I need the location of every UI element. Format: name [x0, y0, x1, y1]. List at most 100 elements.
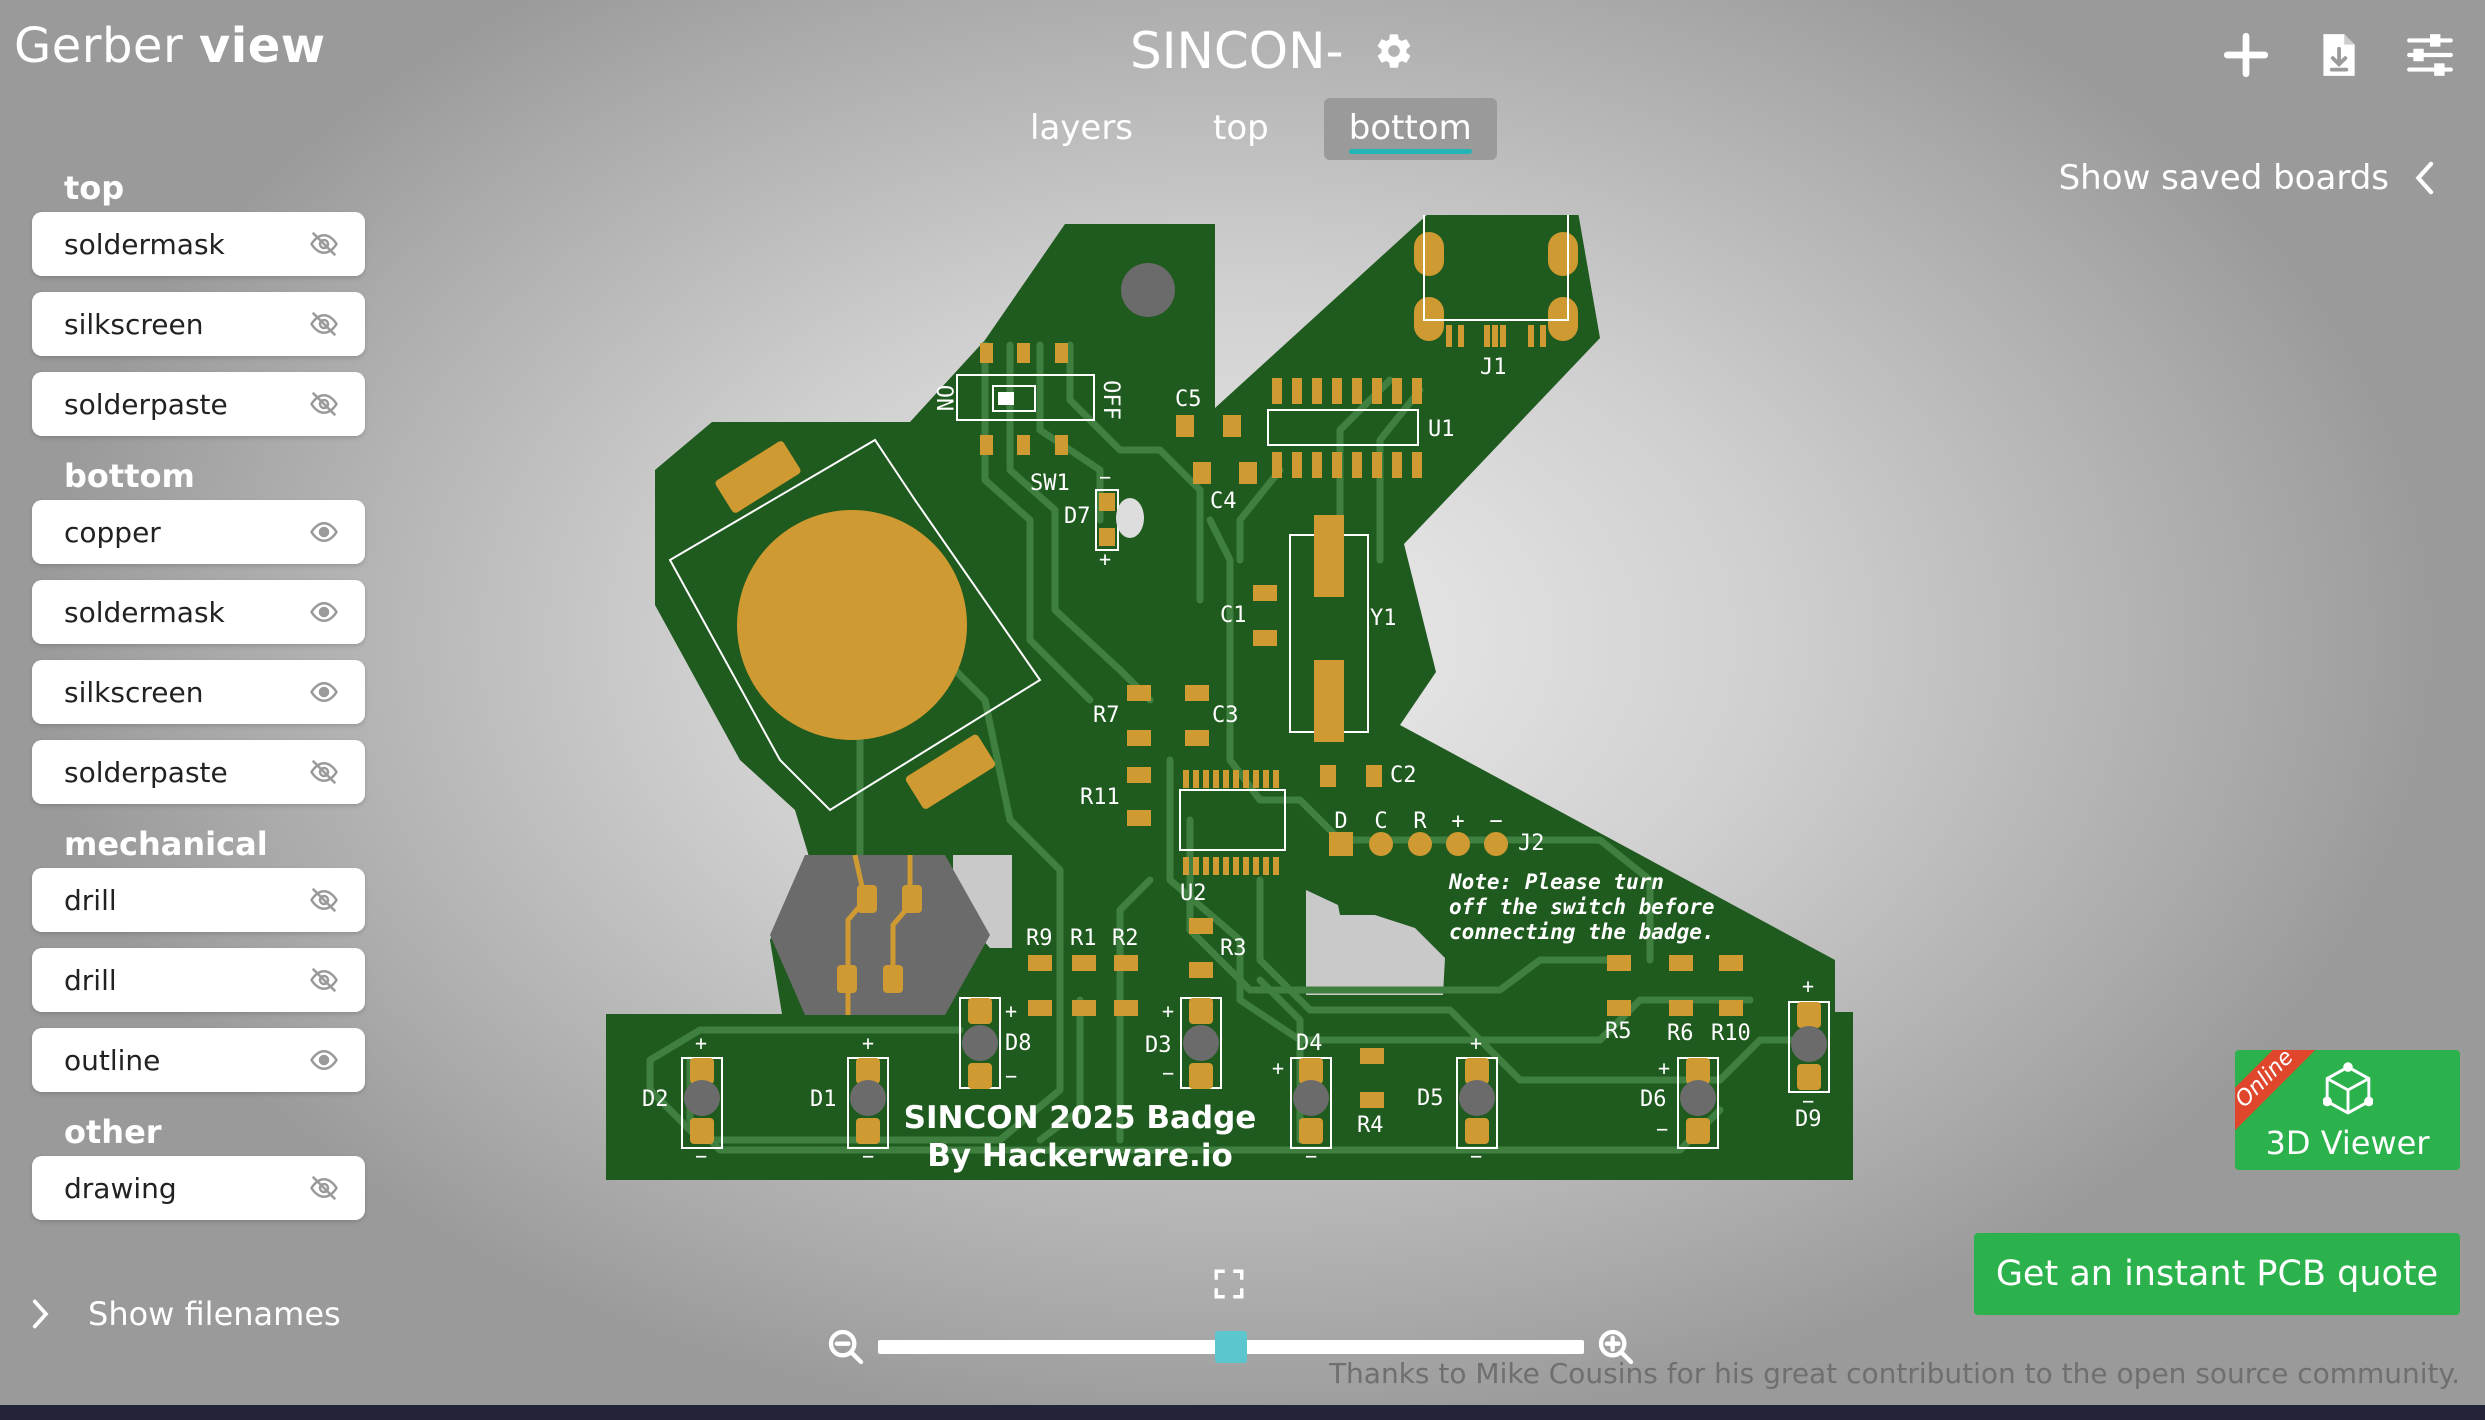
group-label-mechanical: mechanical — [64, 825, 268, 863]
led-d7 — [1095, 489, 1144, 551]
ref-r11: R11 — [1080, 785, 1120, 810]
ref-d4: D4 — [1296, 1031, 1323, 1056]
layer-bottom-solderpaste[interactable]: solderpaste — [32, 740, 365, 804]
board-note-line: Note: Please turn — [1448, 870, 1664, 894]
layer-top-solderpaste[interactable]: solderpaste — [32, 372, 365, 436]
svg-text:+: + — [862, 1031, 874, 1055]
fullscreen-icon[interactable] — [1212, 1267, 1246, 1301]
j2-pin-label: − — [1489, 809, 1502, 834]
eye-off-icon[interactable] — [303, 309, 345, 339]
plus-icon[interactable] — [2221, 30, 2271, 80]
eye-icon[interactable] — [303, 1045, 345, 1075]
svg-text:+: + — [1162, 999, 1174, 1023]
download-file-icon[interactable] — [2313, 30, 2363, 80]
ref-d2: D2 — [642, 1087, 669, 1112]
tab-top[interactable]: top — [1213, 108, 1269, 148]
ref-u2: U2 — [1180, 881, 1207, 906]
app-logo: Gerber view — [14, 18, 326, 74]
group-label-bottom: bottom — [64, 457, 195, 495]
chevron-right-icon — [32, 1299, 49, 1329]
layer-name: copper — [64, 515, 161, 549]
layer-name: solderpaste — [64, 387, 228, 421]
layer-bottom-copper[interactable]: copper — [32, 500, 365, 564]
brand-bold-text: view — [198, 18, 326, 74]
eye-off-icon[interactable] — [303, 389, 345, 419]
layer-bottom-soldermask[interactable]: soldermask — [32, 580, 365, 644]
eye-off-icon[interactable] — [303, 885, 345, 915]
j2-pin-label: D — [1334, 809, 1347, 834]
zoom-slider[interactable] — [878, 1331, 1584, 1363]
board-title: SINCON- — [1130, 22, 1344, 80]
ref-r4: R4 — [1357, 1113, 1384, 1138]
eye-off-icon[interactable] — [303, 229, 345, 259]
layer-name: outline — [64, 1043, 161, 1077]
layer-top-soldermask[interactable]: soldermask — [32, 212, 365, 276]
svg-text:−: − — [695, 1144, 707, 1168]
layer-drill[interactable]: drill — [32, 868, 365, 932]
chevron-left-icon — [2415, 161, 2434, 195]
ref-d5: D5 — [1417, 1086, 1444, 1111]
show-filenames-toggle[interactable]: Show filenames — [30, 1295, 341, 1333]
layer-outline[interactable]: outline — [32, 1028, 365, 1092]
layer-name: soldermask — [64, 595, 225, 629]
ref-c2: C2 — [1390, 763, 1417, 788]
layers-sidebar: top soldermask silkscreen solderpaste bo… — [32, 160, 368, 1236]
eye-icon[interactable] — [303, 517, 345, 547]
eye-icon[interactable] — [303, 677, 345, 707]
board-note-line: off the switch before — [1449, 895, 1715, 919]
online-badge: Online — [2235, 1050, 2319, 1133]
show-saved-boards-toggle[interactable]: Show saved boards — [2059, 158, 2435, 198]
svg-text:+: + — [1272, 1056, 1284, 1080]
ref-d7: D7 — [1064, 504, 1091, 529]
layer-drawing[interactable]: drawing — [32, 1156, 365, 1220]
ref-u1: U1 — [1428, 417, 1455, 442]
battery-pad — [737, 510, 967, 740]
tab-layers[interactable]: layers — [1030, 108, 1134, 148]
zoom-slider-handle[interactable] — [1215, 1331, 1247, 1363]
hex-pad — [857, 885, 877, 913]
group-label-other: other — [64, 1113, 162, 1151]
crystal-y1 — [1289, 515, 1369, 742]
board-title-line: SINCON 2025 Badge — [904, 1100, 1257, 1136]
zoom-in-icon[interactable] — [1596, 1327, 1636, 1367]
hex-pad — [837, 965, 857, 993]
ref-c3: C3 — [1212, 703, 1239, 728]
eye-off-icon[interactable] — [303, 757, 345, 787]
j2-pin-label: + — [1451, 809, 1464, 834]
ref-r10: R10 — [1711, 1021, 1751, 1046]
ref-r1: R1 — [1070, 926, 1097, 951]
show-saved-boards-label: Show saved boards — [2058, 158, 2389, 198]
svg-text:+: + — [1470, 1031, 1482, 1055]
svg-text:−: − — [1099, 465, 1111, 489]
eye-off-icon[interactable] — [303, 1173, 345, 1203]
board-cutout — [953, 855, 1012, 948]
layer-name: silkscreen — [64, 307, 204, 341]
ref-r5: R5 — [1605, 1019, 1632, 1044]
j2-pin-label: R — [1413, 809, 1427, 834]
layer-name: drill — [64, 963, 117, 997]
pcb-board-render[interactable]: .silk { fill: none; stroke: #fff; stroke… — [600, 215, 1860, 1190]
resistors-r7-c3-r11 — [1127, 685, 1209, 826]
ref-d9: D9 — [1795, 1107, 1822, 1132]
switch-on-label: ON — [931, 385, 956, 412]
tab-bottom[interactable]: bottom — [1323, 98, 1497, 160]
layer-drill[interactable]: drill — [32, 948, 365, 1012]
zoom-out-icon[interactable] — [826, 1327, 866, 1367]
chip-u1 — [1267, 378, 1422, 478]
ref-c5: C5 — [1175, 387, 1202, 412]
svg-text:−: − — [1656, 1117, 1668, 1141]
gear-icon[interactable] — [1374, 31, 1414, 71]
sliders-icon[interactable] — [2405, 30, 2455, 80]
resistor-r4 — [1360, 1048, 1384, 1108]
polarity-marks: +− +− +− +− +− +− +− +− −+ — [695, 465, 1814, 1168]
svg-text:−: − — [1005, 1064, 1017, 1088]
layer-name: soldermask — [64, 227, 225, 261]
3d-viewer-button[interactable]: Online 3D Viewer — [2235, 1050, 2460, 1170]
eye-off-icon[interactable] — [303, 965, 345, 995]
layer-bottom-silkscreen[interactable]: silkscreen — [32, 660, 365, 724]
layer-top-silkscreen[interactable]: silkscreen — [32, 292, 365, 356]
usb-connector-j1 — [1414, 215, 1578, 347]
instant-pcb-quote-button[interactable]: Get an instant PCB quote — [1974, 1233, 2460, 1315]
eye-icon[interactable] — [303, 597, 345, 627]
layer-name: solderpaste — [64, 755, 228, 789]
